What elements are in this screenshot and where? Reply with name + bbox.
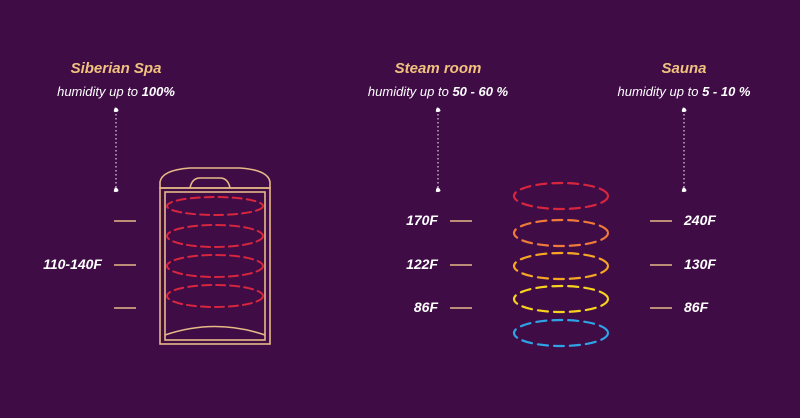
humidity-prefix: humidity up to	[367, 84, 453, 99]
steam-leader-dot-bottom	[435, 187, 441, 193]
humidity-prefix: humidity up to	[57, 84, 142, 99]
barrel-frame	[159, 187, 271, 345]
column-ring-orange	[512, 218, 610, 248]
barrel-outline	[159, 167, 271, 345]
sauna-humidity: humidity up to 5 - 10 %	[618, 84, 751, 99]
sauna-leader-dot-bottom	[681, 187, 687, 193]
sauna-temp-middle: 130F	[684, 256, 716, 272]
siberian-spa-humidity: humidity up to 100%	[57, 84, 175, 99]
siberian-leader-dot-bottom	[113, 187, 119, 193]
steam-room-title: Steam room	[394, 60, 482, 77]
humidity-value: 5 - 10 %	[702, 84, 751, 99]
sauna-leader-dot-top	[681, 107, 687, 113]
siberian-spa-title: Siberian Spa	[70, 60, 162, 77]
steam-room-temp-bottom: 86F	[413, 299, 438, 315]
humidity-value: 50 - 60 %	[452, 84, 509, 99]
barrel-ring-1	[166, 196, 264, 216]
steam-room-temp-top: 170F	[406, 212, 438, 228]
sauna-temp-top: 240F	[684, 212, 716, 228]
siberian-leader-dot-top	[113, 107, 119, 113]
barrel-base-curve	[164, 325, 266, 336]
column-ring-red	[512, 181, 610, 211]
barrel-ring-4	[166, 284, 264, 308]
steam-room-temp-middle: 122F	[406, 256, 438, 272]
barrel-ring-2	[166, 224, 264, 248]
sauna-title: Sauna	[661, 60, 707, 77]
column-ring-blue	[512, 318, 610, 348]
barrel-lid-hatch	[189, 177, 231, 189]
humidity-prefix: humidity up to	[617, 84, 703, 99]
barrel-ring-3	[166, 254, 264, 278]
column-ring-yellow	[512, 284, 610, 314]
barrel-lid	[159, 167, 271, 189]
column-ring-amber	[512, 251, 610, 281]
barrel-inner-frame	[164, 191, 266, 341]
humidity-value: 100%	[141, 84, 175, 99]
steam-room-humidity: humidity up to 50 - 60 %	[368, 84, 508, 99]
steam-leader-dot-top	[435, 107, 441, 113]
siberian-spa-temperature: 110-140F	[43, 256, 102, 272]
sauna-temp-bottom: 86F	[684, 299, 709, 315]
